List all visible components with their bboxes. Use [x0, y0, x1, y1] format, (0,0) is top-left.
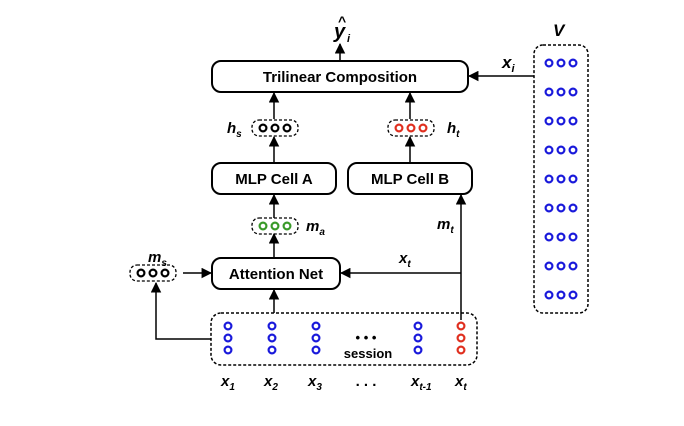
session-columns — [223, 321, 466, 355]
ms-label: ms — [148, 249, 167, 269]
mlp-cell-a-label: MLP Cell A — [235, 171, 313, 188]
session-item-element — [267, 321, 277, 331]
v-matrix-element — [544, 58, 554, 68]
v-matrix-element — [556, 145, 566, 155]
v-matrix-element — [568, 290, 578, 300]
session-item-element — [311, 321, 321, 331]
session-item-element — [223, 345, 233, 355]
v-matrix-element — [544, 116, 554, 126]
v-matrix-element — [556, 261, 566, 271]
v-matrix-element — [556, 232, 566, 242]
x3-label: x3 — [307, 373, 322, 393]
mlp-cell-a-box: MLP Cell A — [211, 162, 337, 195]
ma-label: ma — [306, 218, 325, 238]
bottom-ellipsis: . . . — [356, 373, 377, 390]
hs-element — [258, 123, 268, 133]
y-label: y — [333, 21, 346, 43]
ms-element — [160, 268, 170, 278]
attention-net-label: Attention Net — [229, 266, 323, 283]
v-matrix-element — [568, 261, 578, 271]
xt-arrow-label: xt — [398, 250, 411, 270]
trilinear-composition-label: Trilinear Composition — [263, 69, 417, 86]
xi-label: xi — [501, 53, 515, 75]
mt-label: mt — [437, 216, 454, 236]
session-item-element — [413, 345, 423, 355]
v-label: V — [553, 21, 566, 40]
v-matrix-element — [556, 290, 566, 300]
v-matrix-element — [556, 116, 566, 126]
ht-element — [406, 123, 416, 133]
ma-element — [258, 221, 268, 231]
x2-label: x2 — [263, 373, 278, 393]
v-matrix-element — [568, 203, 578, 213]
mlp-cell-b-label: MLP Cell B — [371, 171, 449, 188]
mlp-cell-b-box: MLP Cell B — [347, 162, 473, 195]
hs-label: hs — [227, 120, 242, 140]
session-item-element — [413, 333, 423, 343]
session-item-element — [456, 345, 466, 355]
session-item-element — [223, 333, 233, 343]
ht-element — [418, 123, 428, 133]
v-matrix-element — [568, 145, 578, 155]
y-subscript: i — [347, 33, 351, 45]
v-matrix-element — [556, 87, 566, 97]
session-item-element — [267, 345, 277, 355]
v-matrix-element — [544, 261, 554, 271]
v-matrix-element — [568, 58, 578, 68]
ms-element — [148, 268, 158, 278]
v-matrix-rows — [544, 58, 578, 300]
v-matrix-element — [544, 174, 554, 184]
session-ellipsis: • • • — [356, 330, 377, 345]
attention-net-box: Attention Net — [211, 257, 341, 290]
hs-element — [270, 123, 280, 133]
session-item-element — [223, 321, 233, 331]
v-matrix-element — [544, 203, 554, 213]
session-item-element — [311, 333, 321, 343]
hs-element — [282, 123, 292, 133]
ms-vector — [129, 264, 177, 282]
v-matrix-element — [556, 58, 566, 68]
arrow-session-to-ms — [150, 281, 211, 340]
x1-label: x1 — [220, 373, 235, 393]
session-item-element — [311, 345, 321, 355]
session-item-element — [456, 321, 466, 331]
ms-element — [136, 268, 146, 278]
xt-label: xt — [454, 373, 467, 393]
ht-label: ht — [447, 120, 460, 140]
ht-element — [394, 123, 404, 133]
session-item-element — [267, 333, 277, 343]
ma-vector — [251, 217, 299, 235]
session-item-element — [413, 321, 423, 331]
xt-1-label: xt-1 — [410, 373, 432, 393]
ht-vector — [387, 119, 435, 137]
session-item-labels: x1 x2 x3 . . . xt-1 xt — [220, 373, 467, 393]
v-matrix-element — [568, 232, 578, 242]
ma-element — [270, 221, 280, 231]
v-matrix-element — [544, 145, 554, 155]
hat-symbol: ^ — [338, 13, 346, 29]
session-item-element — [456, 333, 466, 343]
v-matrix-element — [568, 87, 578, 97]
v-matrix-element — [544, 232, 554, 242]
v-matrix-element — [556, 203, 566, 213]
v-matrix-element — [568, 116, 578, 126]
v-matrix-element — [544, 87, 554, 97]
v-matrix-element — [568, 174, 578, 184]
arrows — [150, 42, 534, 340]
output-label: y ^ i — [333, 13, 351, 45]
hs-vector — [251, 119, 299, 137]
v-matrix-element — [544, 290, 554, 300]
v-matrix-element — [556, 174, 566, 184]
session-label: session — [344, 346, 392, 361]
trilinear-composition-box: Trilinear Composition — [211, 60, 469, 93]
ma-element — [282, 221, 292, 231]
